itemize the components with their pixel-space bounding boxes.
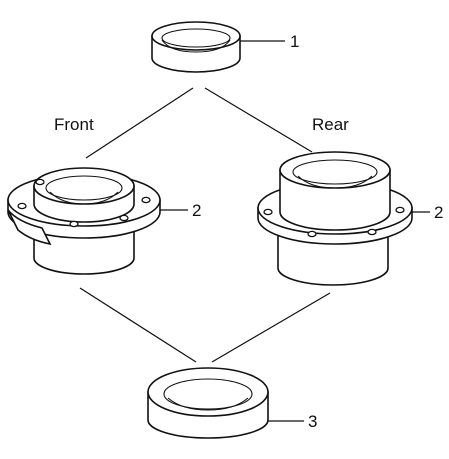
label-front: Front xyxy=(54,115,94,134)
part-2-rear-housing: 2 xyxy=(257,151,443,286)
callout-3: 3 xyxy=(308,412,317,431)
connector-lines xyxy=(79,87,331,363)
part-2-front-housing: 2 xyxy=(7,167,201,275)
label-rear: Rear xyxy=(312,115,349,134)
callout-2-rear: 2 xyxy=(434,203,443,222)
part-3-ring: 3 xyxy=(147,367,317,439)
callout-2-front: 2 xyxy=(192,201,201,220)
callout-1: 1 xyxy=(290,32,299,51)
part-1-bushing: 1 xyxy=(151,21,299,73)
